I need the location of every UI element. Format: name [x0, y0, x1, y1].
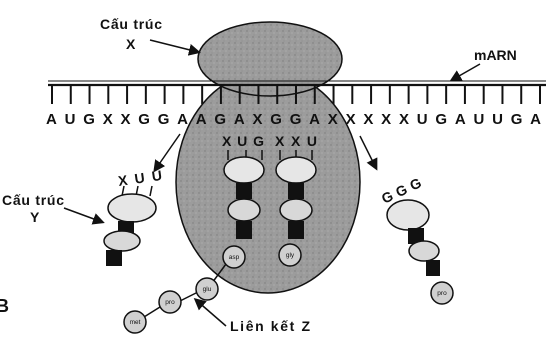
anticodon-center-left: XUG: [222, 133, 264, 149]
polypeptide-chain: glu pro met: [124, 264, 226, 333]
pointer-bond-z: [196, 300, 226, 326]
trna-right: GGG pro: [379, 174, 453, 304]
label-mrna: mARN: [474, 47, 517, 63]
amino-acid-site-right: gly: [286, 252, 295, 259]
chain-amino-acid: met: [130, 319, 141, 326]
label-structure-y-line1: Cấu trúc: [2, 192, 64, 208]
label-bond-z: Liên kết Z: [230, 318, 310, 334]
mrna-sequence: AUGXXGGAAGAXGGAXXXXXUGAUUGA: [46, 111, 541, 128]
amino-acid-right-trna: pro: [437, 290, 447, 297]
label-structure-x-line1: Cấu trúc: [100, 16, 162, 32]
anticodon-center-right: XXU: [275, 133, 317, 149]
ribosome-large-subunit: [176, 71, 360, 293]
pointer-structure-x: [150, 40, 198, 52]
label-structure-x-line2: X: [126, 36, 136, 52]
mrna-strand: [48, 81, 546, 104]
amino-acid-site-left: asp: [229, 254, 240, 261]
trna-left-structure-y: XUU: [104, 167, 163, 266]
label-structure-y-line2: Y: [30, 209, 40, 225]
pointer-structure-y: [64, 208, 102, 222]
exit-arrow: [155, 134, 180, 170]
pointer-mrna: [452, 64, 480, 80]
chain-amino-acid: glu: [203, 286, 212, 293]
entry-arrow: [360, 136, 376, 168]
side-mark: B: [0, 296, 9, 316]
chain-amino-acid: pro: [165, 299, 175, 306]
anticodon-left-trna: XUU: [117, 167, 163, 189]
